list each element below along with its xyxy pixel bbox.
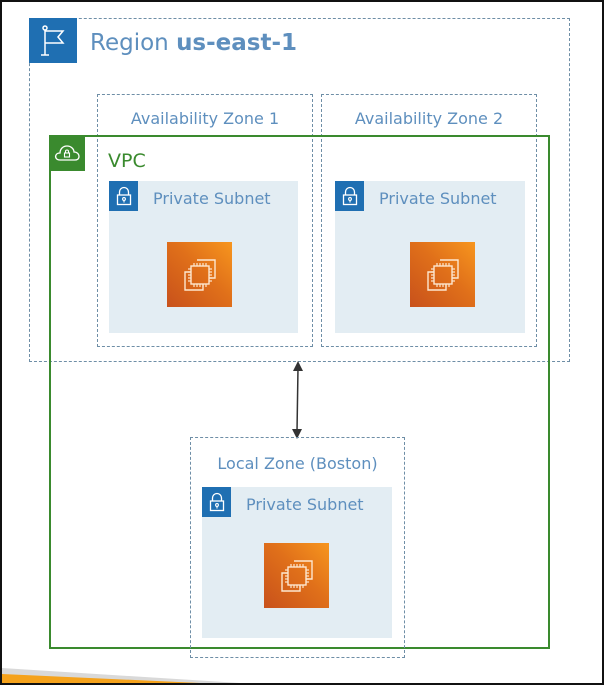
local-zone-label: Local Zone (Boston) bbox=[217, 454, 378, 473]
vpc-label: VPC bbox=[108, 150, 146, 172]
subnet-badge bbox=[335, 181, 364, 211]
ec2-instance bbox=[264, 543, 329, 608]
region-title-prefix: Region bbox=[90, 30, 169, 56]
vpc-container bbox=[49, 135, 550, 649]
flag-icon bbox=[41, 24, 65, 56]
availability-zone-2: Availability Zone 2 bbox=[321, 94, 537, 347]
ec2-instance bbox=[167, 242, 232, 307]
arrow-head-up bbox=[293, 361, 303, 371]
lock-icon bbox=[209, 492, 224, 512]
lock-icon bbox=[342, 186, 357, 206]
ec2-instance bbox=[410, 242, 475, 307]
ec2-instance-icon bbox=[183, 258, 216, 291]
vpc-badge bbox=[49, 135, 85, 171]
subnet-label: Private Subnet bbox=[246, 495, 364, 514]
cloud-lock-icon bbox=[54, 145, 80, 161]
lock-icon bbox=[116, 186, 131, 206]
local-zone-container: Local Zone (Boston) bbox=[190, 437, 405, 658]
region-badge bbox=[29, 18, 77, 63]
decorative-swoosh bbox=[2, 668, 240, 683]
private-subnet-az2: Private Subnet bbox=[335, 181, 525, 333]
ec2-instance-icon bbox=[426, 258, 459, 291]
subnet-label: Private Subnet bbox=[379, 189, 497, 208]
private-subnet-az1: Private Subnet bbox=[109, 181, 298, 333]
region-title: Region us-east-1 bbox=[90, 30, 297, 56]
ec2-instance-icon bbox=[280, 559, 313, 592]
az-label: Availability Zone 2 bbox=[354, 109, 504, 128]
az-label: Availability Zone 1 bbox=[130, 109, 280, 128]
subnet-badge bbox=[202, 487, 231, 517]
availability-zone-1: Availability Zone 1 bbox=[97, 94, 313, 347]
region-container bbox=[29, 18, 570, 362]
subnet-badge bbox=[109, 181, 138, 211]
subnet-label: Private Subnet bbox=[153, 189, 271, 208]
region-title-name: us-east-1 bbox=[176, 30, 298, 56]
private-subnet-local-zone: Private Subnet bbox=[202, 487, 392, 638]
arrow-head-down bbox=[292, 429, 302, 439]
bidirectional-arrow bbox=[292, 361, 303, 439]
